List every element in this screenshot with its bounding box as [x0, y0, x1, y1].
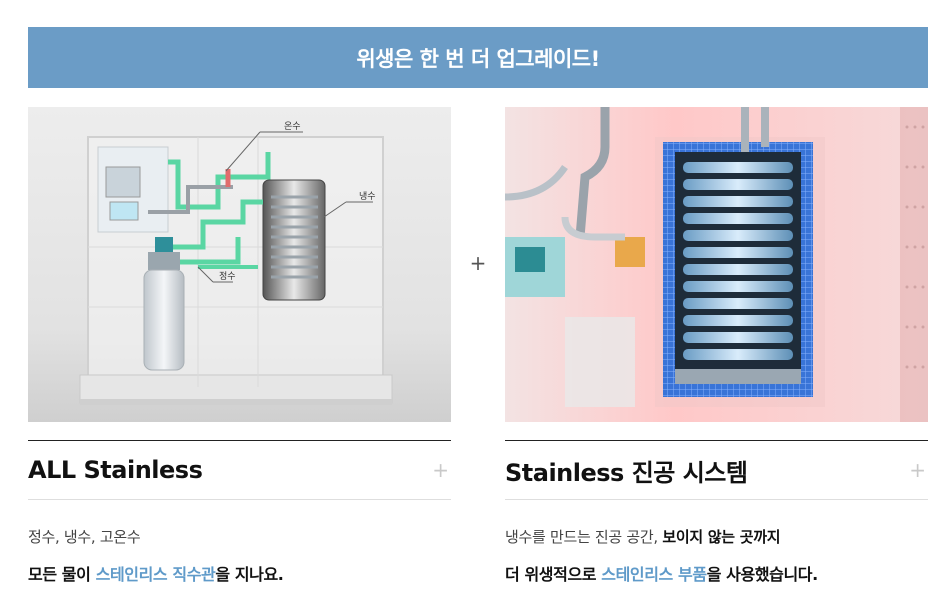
- plus-icon: +: [469, 251, 487, 275]
- purified-water-label: 정수: [219, 271, 236, 282]
- cold-water-label: 냉수: [359, 191, 376, 202]
- highlight-text: 스테인리스 부품: [601, 565, 707, 584]
- all-stainless-card: ALL Stainless + 정수, 냉수, 고온수 모든 물이 스테인리스 …: [28, 440, 451, 585]
- vacuum-tank-image: [505, 107, 928, 422]
- expand-plus-icon[interactable]: +: [909, 458, 926, 482]
- all-stainless-desc-line2: 모든 물이 스테인리스 직수관을 지나요.: [28, 561, 451, 585]
- expand-plus-icon[interactable]: +: [432, 458, 449, 482]
- all-stainless-header[interactable]: ALL Stainless +: [28, 440, 451, 500]
- desc-text: 을 지나요.: [215, 565, 284, 584]
- vacuum-system-header[interactable]: Stainless 진공 시스템 +: [505, 440, 928, 500]
- desc-text: 냉수를 만드는 진공 공간,: [505, 528, 663, 546]
- bold-text: 보이지 않는 곳까지: [662, 528, 781, 546]
- vacuum-system-title: Stainless 진공 시스템: [505, 458, 748, 487]
- stainless-pipes-image: 온수 냉수 정수: [28, 107, 451, 422]
- all-stainless-desc-line1: 정수, 냉수, 고온수: [28, 528, 141, 546]
- promo-banner: 위생은 한 번 더 업그레이드!: [28, 27, 928, 88]
- vacuum-system-desc-line1: 냉수를 만드는 진공 공간, 보이지 않는 곳까지: [505, 526, 928, 547]
- desc-text: 을 사용했습니다.: [706, 565, 818, 584]
- desc-text: 더 위생적으로: [505, 565, 602, 584]
- vacuum-system-card: Stainless 진공 시스템 + 냉수를 만드는 진공 공간, 보이지 않는…: [505, 440, 928, 585]
- highlight-text: 스테인리스 직수관: [95, 565, 216, 584]
- desc-text: 모든 물이: [28, 565, 96, 584]
- banner-title: 위생은 한 번 더 업그레이드!: [356, 46, 600, 71]
- all-stainless-title: ALL Stainless: [28, 456, 203, 484]
- hot-water-label: 온수: [284, 121, 301, 132]
- vacuum-system-desc-line2: 더 위생적으로 스테인리스 부품을 사용했습니다.: [505, 561, 928, 585]
